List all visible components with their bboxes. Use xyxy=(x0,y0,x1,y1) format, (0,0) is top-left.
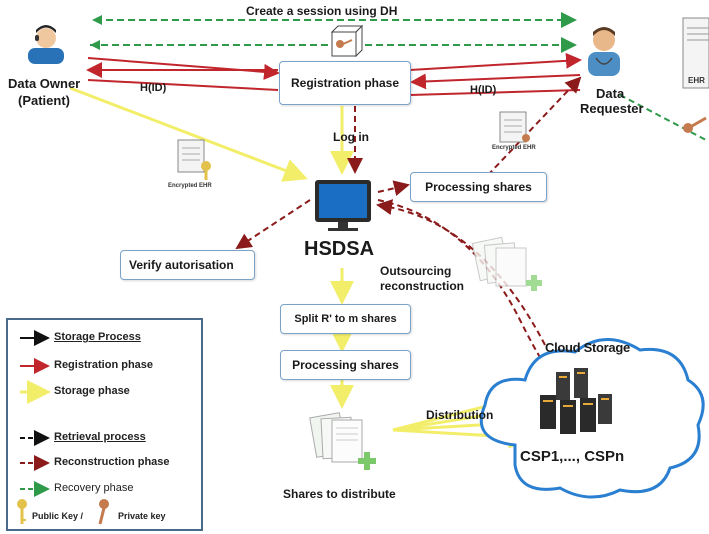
reconstruction-label: reconstruction xyxy=(380,279,465,293)
registration-arrow-from-owner xyxy=(87,57,280,80)
reconstruction-to-requester xyxy=(487,76,582,176)
reconstruction-to-verify xyxy=(235,199,311,250)
data-owner-label: Data Owner xyxy=(8,76,81,91)
encrypted-ehr-left-label: Encrypted EHR xyxy=(168,183,212,189)
encrypted-ehr-right-label: Encrypted EHR xyxy=(492,145,536,151)
dh-session-label: Create a session using DH xyxy=(246,4,398,18)
storage-owner-to-hsdsa xyxy=(69,86,308,182)
registration-arrow-to-requester xyxy=(409,52,582,71)
legend-private-key: Private key xyxy=(118,511,166,521)
encrypted-ehr-left-icon xyxy=(177,139,211,180)
legend-storage-phase: Storage phase xyxy=(54,385,130,397)
hid-left-label: H(ID) xyxy=(140,82,167,94)
legend-registration-phase: Registration phase xyxy=(54,359,154,371)
processing-shares-top-box: Processing shares xyxy=(410,172,547,202)
legend-box: Storage Process Registration phase Stora… xyxy=(6,318,203,531)
registration-arrow-owner-lower xyxy=(87,79,279,91)
legend-recovery-phase: Recovery phase xyxy=(54,482,134,494)
data-requester-icon xyxy=(588,27,620,76)
cloud-storage-title: Cloud Storage xyxy=(545,340,630,355)
distribution-label: Distribution xyxy=(426,408,494,422)
data-owner-sub-label: (Patient) xyxy=(18,93,70,108)
legend-public-key: Public Key / xyxy=(32,511,84,521)
registration-arrow-from-requester xyxy=(410,73,581,90)
processing-shares-mid-box: Processing shares xyxy=(280,350,411,380)
legend-symbols xyxy=(17,330,109,525)
recovery-arrow xyxy=(619,94,707,141)
cloud-to-hsdsa xyxy=(376,199,546,346)
legend-retrieval-process: Retrieval process xyxy=(54,431,146,443)
outsourcing-label: Outsourcing xyxy=(380,264,452,278)
private-key-icon xyxy=(98,499,109,525)
public-key-icon xyxy=(17,499,27,524)
data-requester-label: Data xyxy=(596,86,625,101)
data-requester-sub-label: Requester xyxy=(580,101,644,116)
hsdsa-monitor-icon xyxy=(315,180,371,231)
login-label: Log in xyxy=(333,130,369,144)
shares-stack-icon-right xyxy=(471,236,542,291)
encrypted-ehr-right-icon xyxy=(499,111,530,143)
shares-stack-icon xyxy=(309,412,376,470)
cube-key-icon xyxy=(330,24,364,58)
hsdsa-label: HSDSA xyxy=(304,238,375,260)
legend-reconstruction-phase: Reconstruction phase xyxy=(54,456,170,468)
recovery-key-icon xyxy=(683,116,707,133)
split-shares-box: Split R' to m shares xyxy=(280,304,411,334)
ehr-label: EHR xyxy=(688,76,705,85)
reconstruction-to-processing xyxy=(377,180,410,196)
registration-arrow-requester-lower xyxy=(409,89,581,96)
server-rack-icons xyxy=(540,368,612,434)
ehr-document-icon xyxy=(682,17,709,89)
csp-label: CSP1,..., CSPn xyxy=(520,448,625,465)
shares-to-distribute-label: Shares to distribute xyxy=(283,487,396,501)
legend-storage-process: Storage Process xyxy=(54,331,141,343)
data-owner-icon xyxy=(28,25,64,64)
registration-phase-box: Registration phase xyxy=(279,61,411,105)
hid-right-label: H(ID) xyxy=(470,84,497,96)
verify-autorisation-box: Verify autorisation xyxy=(120,250,255,280)
